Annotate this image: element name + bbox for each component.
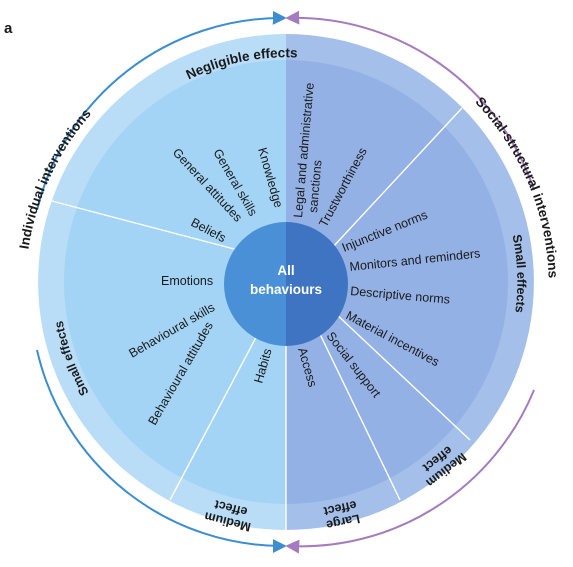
social-arc-arrow-top <box>285 10 535 191</box>
social-arc-arrow-bottom <box>285 389 535 554</box>
small-effects-right-label: Small effects <box>510 233 529 313</box>
factor-emotions: Emotions <box>161 274 213 288</box>
panel-label: a <box>4 20 13 37</box>
individual-arc-arrow-bottom <box>36 349 287 554</box>
large-effect-line2: effect <box>322 498 358 519</box>
large-effect-label: Large effect <box>322 498 362 532</box>
factor-legal-line2: sanctions <box>306 159 325 213</box>
individual-arc-arrow-top <box>36 10 287 211</box>
center-title-line2: behaviours <box>250 282 322 297</box>
sector-dividers <box>47 107 471 530</box>
individual-inner-disc <box>64 60 286 504</box>
social-inner-disc <box>286 60 508 504</box>
center-circle-left <box>224 222 286 346</box>
large-effect-line1: Large <box>325 511 361 532</box>
center-title-line1: All <box>277 263 294 278</box>
center-circle-right <box>286 222 348 346</box>
